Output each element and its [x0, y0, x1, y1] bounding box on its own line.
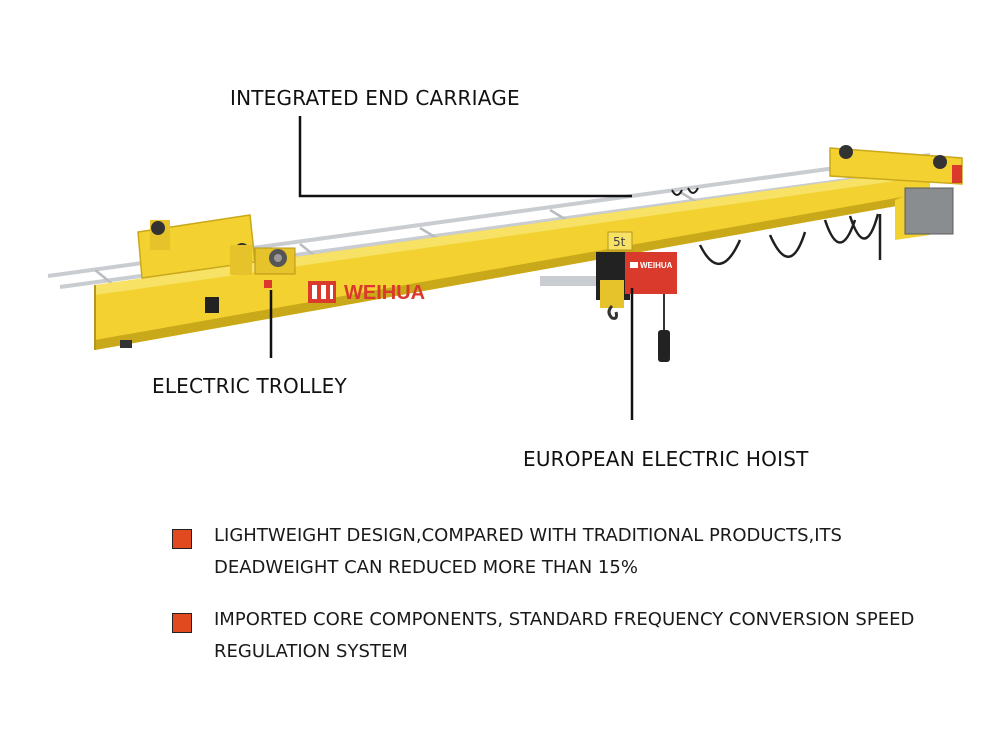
festoon-cables — [698, 213, 882, 266]
left-end-carriage — [137, 214, 256, 279]
feature-list: LIGHTWEIGHT DESIGN,COMPARED WITH TRADITI… — [172, 520, 952, 688]
feature-text: IMPORTED CORE COMPONENTS, STANDARD FREQU… — [214, 609, 915, 662]
feature-item: LIGHTWEIGHT DESIGN,COMPARED WITH TRADITI… — [172, 520, 952, 584]
control-cabinet — [904, 187, 954, 235]
trolley-callout: ELECTRIC TROLLEY — [152, 374, 347, 398]
leader-lines — [269, 116, 634, 420]
girder-logo-text: WEIHUA — [344, 282, 425, 304]
girder-logo: WEIHUA — [308, 281, 425, 304]
square-bullet-icon — [172, 529, 192, 549]
feature-text: LIGHTWEIGHT DESIGN,COMPARED WITH TRADITI… — [214, 525, 842, 578]
pendant-control — [658, 330, 670, 362]
european-electric-hoist: WEIHUA — [540, 252, 677, 362]
square-bullet-icon — [172, 613, 192, 633]
capacity-plate-text: 5t — [613, 235, 626, 249]
main-girder — [94, 168, 930, 350]
electric-trolley — [254, 247, 296, 288]
hoist-callout: EUROPEAN ELECTRIC HOIST — [523, 447, 809, 471]
feature-item: IMPORTED CORE COMPONENTS, STANDARD FREQU… — [172, 604, 952, 668]
capacity-plate — [607, 231, 633, 251]
end-carriage-callout: INTEGRATED END CARRIAGE — [230, 86, 520, 110]
girder-panel-box — [205, 297, 219, 313]
hoist-logo-text: WEIHUA — [640, 261, 673, 270]
